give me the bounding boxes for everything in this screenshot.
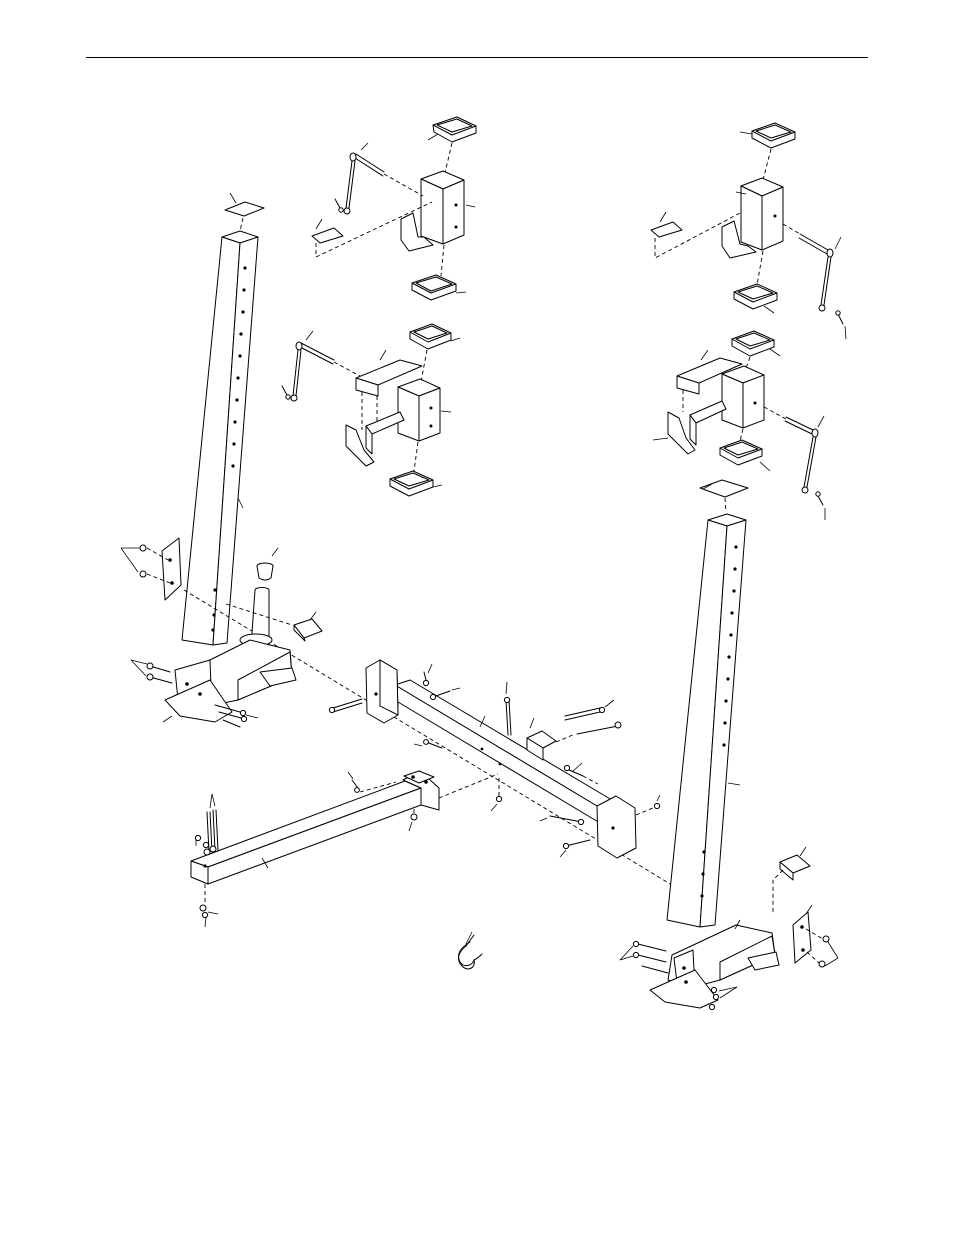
rear-crossbar [329,660,660,858]
right-upright [667,480,748,927]
front-crossbar [191,771,498,927]
spring-clip [458,932,482,969]
right-top-cap [700,480,748,497]
right-base [620,920,779,1010]
upper-right-bracket [651,123,846,339]
upper-left-bracket [312,117,476,300]
left-upright [182,193,264,645]
right-side-plate [793,905,838,967]
lower-left-bracket [282,324,460,496]
left-top-cap [225,202,264,216]
storage-post [240,548,278,652]
left-base [131,640,296,727]
right-end-cap [773,847,810,915]
left-end-cap [294,612,322,641]
